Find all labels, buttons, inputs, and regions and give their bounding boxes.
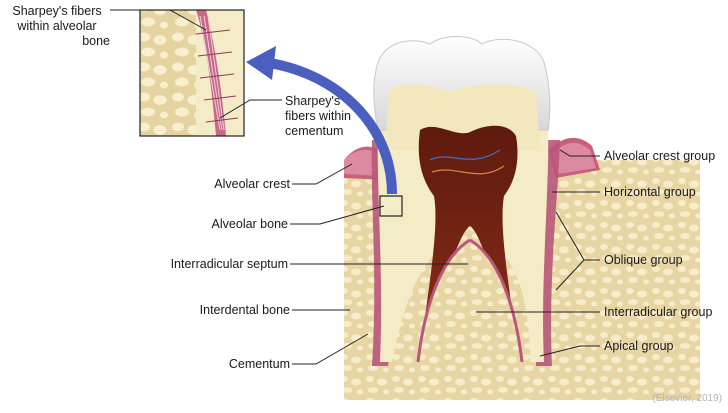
tooth [371, 36, 560, 366]
leader-alveolar-bone [290, 205, 385, 225]
leader-cementum [292, 333, 369, 365]
leader-lines [110, 9, 600, 365]
label-sharpey-alveolar: Sharpey's fibers within alveolar bone [12, 4, 110, 48]
label-sharpey-cementum: Sharpey's fibers within cementum [285, 94, 351, 138]
label-horizontal-group: Horizontal group [604, 185, 696, 199]
label-interradicular-septum: Interradicular septum [170, 257, 288, 271]
image-credit: (Elsevier, 2019) [652, 393, 722, 404]
leader-apical-group [539, 345, 600, 357]
leader-sharpey-alveolar [110, 9, 207, 31]
inset-magnified-view [139, 9, 245, 137]
label-oblique-group: Oblique group [604, 253, 683, 267]
leader-alveolar-crest-group [559, 149, 600, 157]
magnify-source-box [379, 195, 403, 217]
label-interradicular-group: Interradicular group [604, 305, 713, 319]
leader-alveolar-crest [292, 163, 353, 185]
leader-oblique-group-2 [555, 259, 585, 291]
label-alveolar-bone: Alveolar bone [211, 217, 288, 231]
magnify-arrow [246, 46, 397, 195]
label-alveolar-crest-group: Alveolar crest group [604, 149, 716, 163]
label-alveolar-crest: Alveolar crest [214, 177, 290, 191]
leader-sharpey-cementum [219, 99, 282, 119]
label-apical-group: Apical group [604, 339, 674, 353]
label-interdental-bone: Interdental bone [199, 303, 290, 317]
label-cementum: Cementum [228, 357, 290, 371]
